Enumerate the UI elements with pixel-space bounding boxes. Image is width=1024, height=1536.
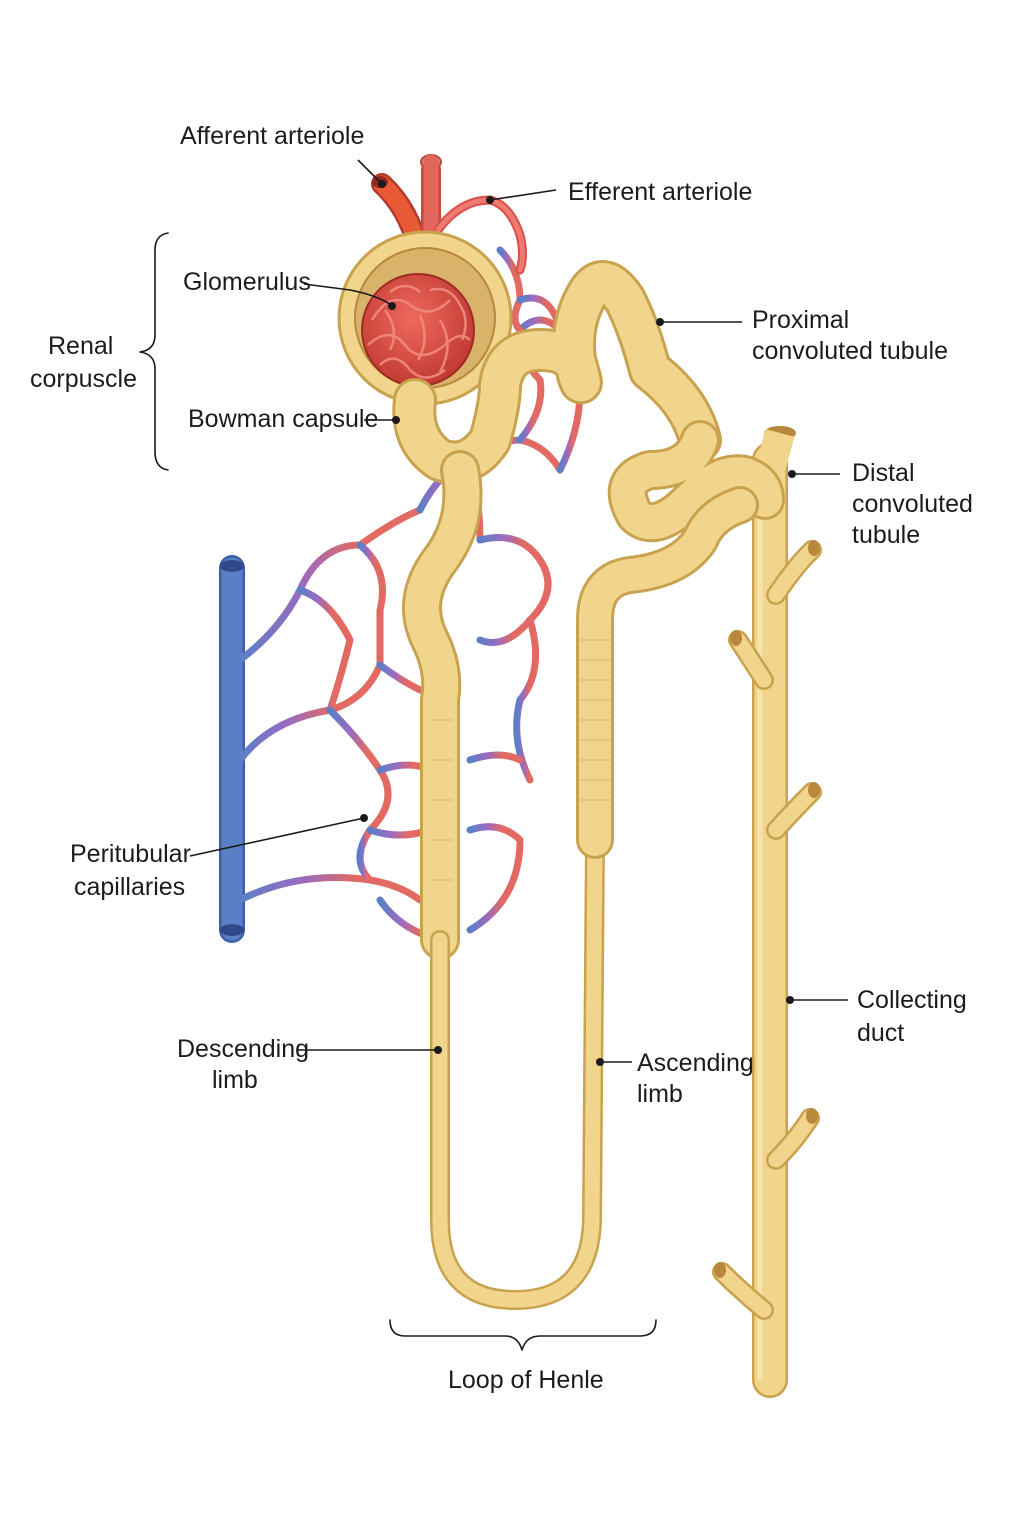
label-renal-corpuscle-line2: corpuscle <box>30 365 137 393</box>
nephron-tubule <box>392 260 785 1310</box>
loop-of-henle-brace <box>389 1319 657 1351</box>
label-efferent-arteriole: Efferent arteriole <box>568 178 752 206</box>
label-descending-line1: Descending <box>177 1035 309 1063</box>
label-descending-line2: limb <box>212 1066 258 1094</box>
label-renal-corpuscle-line1: Renal <box>48 332 113 360</box>
label-collecting-line1: Collecting <box>857 986 967 1014</box>
label-dct-line3: tubule <box>852 521 920 549</box>
label-bowman-capsule: Bowman capsule <box>188 405 378 433</box>
collecting-duct-branches <box>712 540 822 1320</box>
collecting-duct <box>712 426 822 1398</box>
peritubular-vein <box>219 555 245 943</box>
renal-corpuscle-brace <box>139 232 169 471</box>
label-pct-line2: convoluted tubule <box>752 337 948 365</box>
label-peritubular-line2: capillaries <box>74 873 185 901</box>
label-ascending-line2: limb <box>637 1080 683 1108</box>
label-glomerulus: Glomerulus <box>183 268 311 296</box>
label-collecting-line2: duct <box>857 1019 904 1047</box>
label-afferent-arteriole: Afferent arteriole <box>180 122 364 150</box>
label-pct-line1: Proximal <box>752 306 849 334</box>
glomerulus <box>361 273 475 387</box>
labels: Afferent arteriole Efferent arteriole Gl… <box>30 122 973 1394</box>
label-dct-line2: convoluted <box>852 490 973 518</box>
label-loop-of-henle: Loop of Henle <box>448 1366 604 1394</box>
label-dct-line1: Distal <box>852 459 915 487</box>
label-peritubular-line1: Peritubular <box>70 840 191 868</box>
label-ascending-line1: Ascending <box>637 1049 754 1077</box>
leader-lines <box>189 159 848 1066</box>
